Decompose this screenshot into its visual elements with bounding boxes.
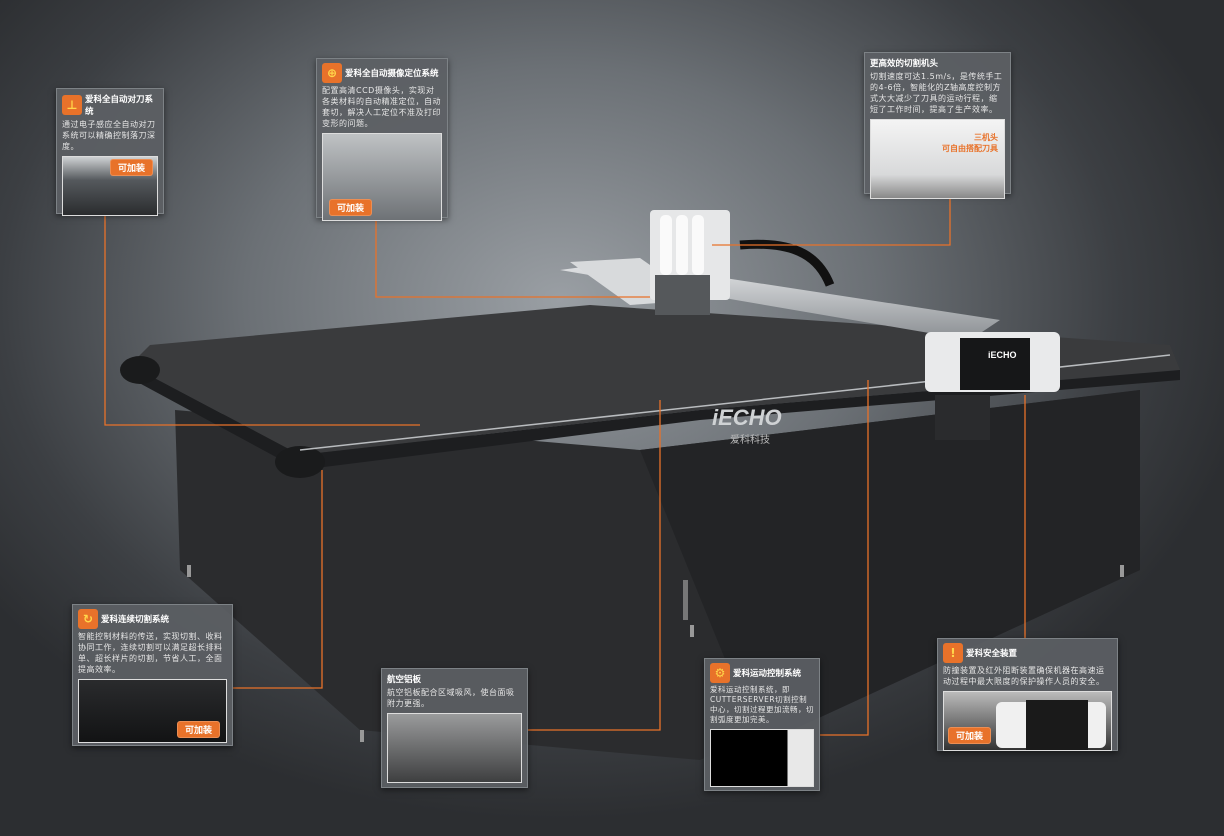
callout-safety-device: !爱科安全装置 防撞装置及红外阻断装置确保机器在高速运动过程中最大限度的保护操作… [937,638,1118,751]
gear-icon: ⚙ [710,663,730,683]
cutting-table-surface [130,305,1180,455]
warning-icon: ! [943,643,963,663]
callout-motion-control: ⚙爱科运动控制系统 爱科运动控制系统，即CUTTERSERVER切割控制中心，切… [704,658,820,791]
knife-icon: ⊥ [62,95,82,115]
callout-continuous-cutting: ↻爱科连续切割系统 智能控制材料的传送，实现切割、收料协同工作，连续切割可以满足… [72,604,233,746]
optional-badge: 可加装 [329,199,373,216]
svg-text:iECHO: iECHO [988,350,1017,360]
optional-badge: 可加装 [948,727,992,744]
callout-auto-knife: ⊥爱科全自动对刀系统 通过电子感应全自动对刀系统可以精确控制落刀深度。 可加装 [56,88,164,216]
continuous-icon: ↻ [78,609,98,629]
brand-logo-sub: 爱科科技 [730,433,770,446]
callout-camera-positioning: ⊕爱科全自动摄像定位系统 配置高清CCD摄像头，实现对各类材料的自动精准定位，自… [316,58,448,221]
optional-badge: 可加装 [109,159,153,176]
callout-aluminum-plate: 航空铝板 航空铝板配合区域吸风，使台面吸附力更强。 [381,668,528,788]
callout-cutting-head: 更高效的切割机头 切割速度可达1.5m/s，是传统手工的4-6倍，智能化的Z轴高… [864,52,1011,199]
brand-logo: iECHO [712,405,782,430]
three-head-note: 三机头可自由搭配刀具 [942,133,998,153]
callout-leader-lines [104,193,1026,736]
camera-target-icon: ⊕ [322,63,342,83]
optional-badge: 可加装 [176,721,220,738]
